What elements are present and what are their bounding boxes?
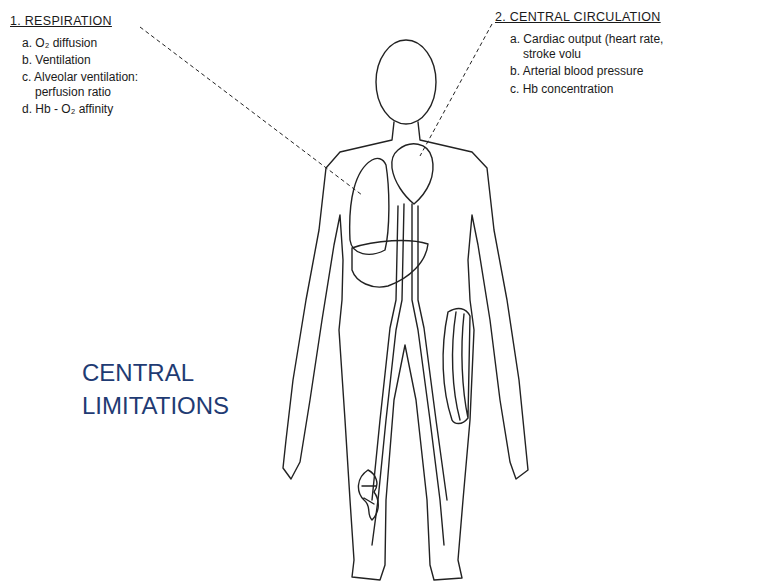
artery-line (412, 204, 444, 545)
list-item: d. Hb - O₂ affinity (22, 102, 195, 117)
list-item: c. Hb concentration (510, 82, 723, 97)
leader-line (420, 24, 492, 156)
vein-line (372, 206, 398, 500)
muscle-bundle (443, 309, 470, 424)
liver-outline (352, 241, 428, 288)
body-outline (283, 122, 528, 580)
artery-line (372, 204, 404, 545)
heart-outline (392, 144, 433, 204)
leader-line (140, 27, 362, 195)
slide-title: CENTRAL LIMITATIONS (82, 356, 257, 422)
list-item: b. Ventilation (22, 53, 195, 68)
list-item: a. Cardiac output (heart rate, stroke vo… (510, 32, 673, 62)
list-item: b. Arterial blood pressure (510, 64, 723, 79)
lung-outline (350, 158, 389, 254)
list-item: c. Alveolar ventilation: perfusion ratio (22, 70, 185, 100)
list-item: a. O₂ diffusion (22, 36, 195, 51)
vein-cluster (358, 470, 378, 520)
head-outline (376, 40, 436, 124)
section-heading: 1. RESPIRATION (10, 14, 210, 29)
section-heading: 2. CENTRAL CIRCULATION (495, 10, 765, 25)
